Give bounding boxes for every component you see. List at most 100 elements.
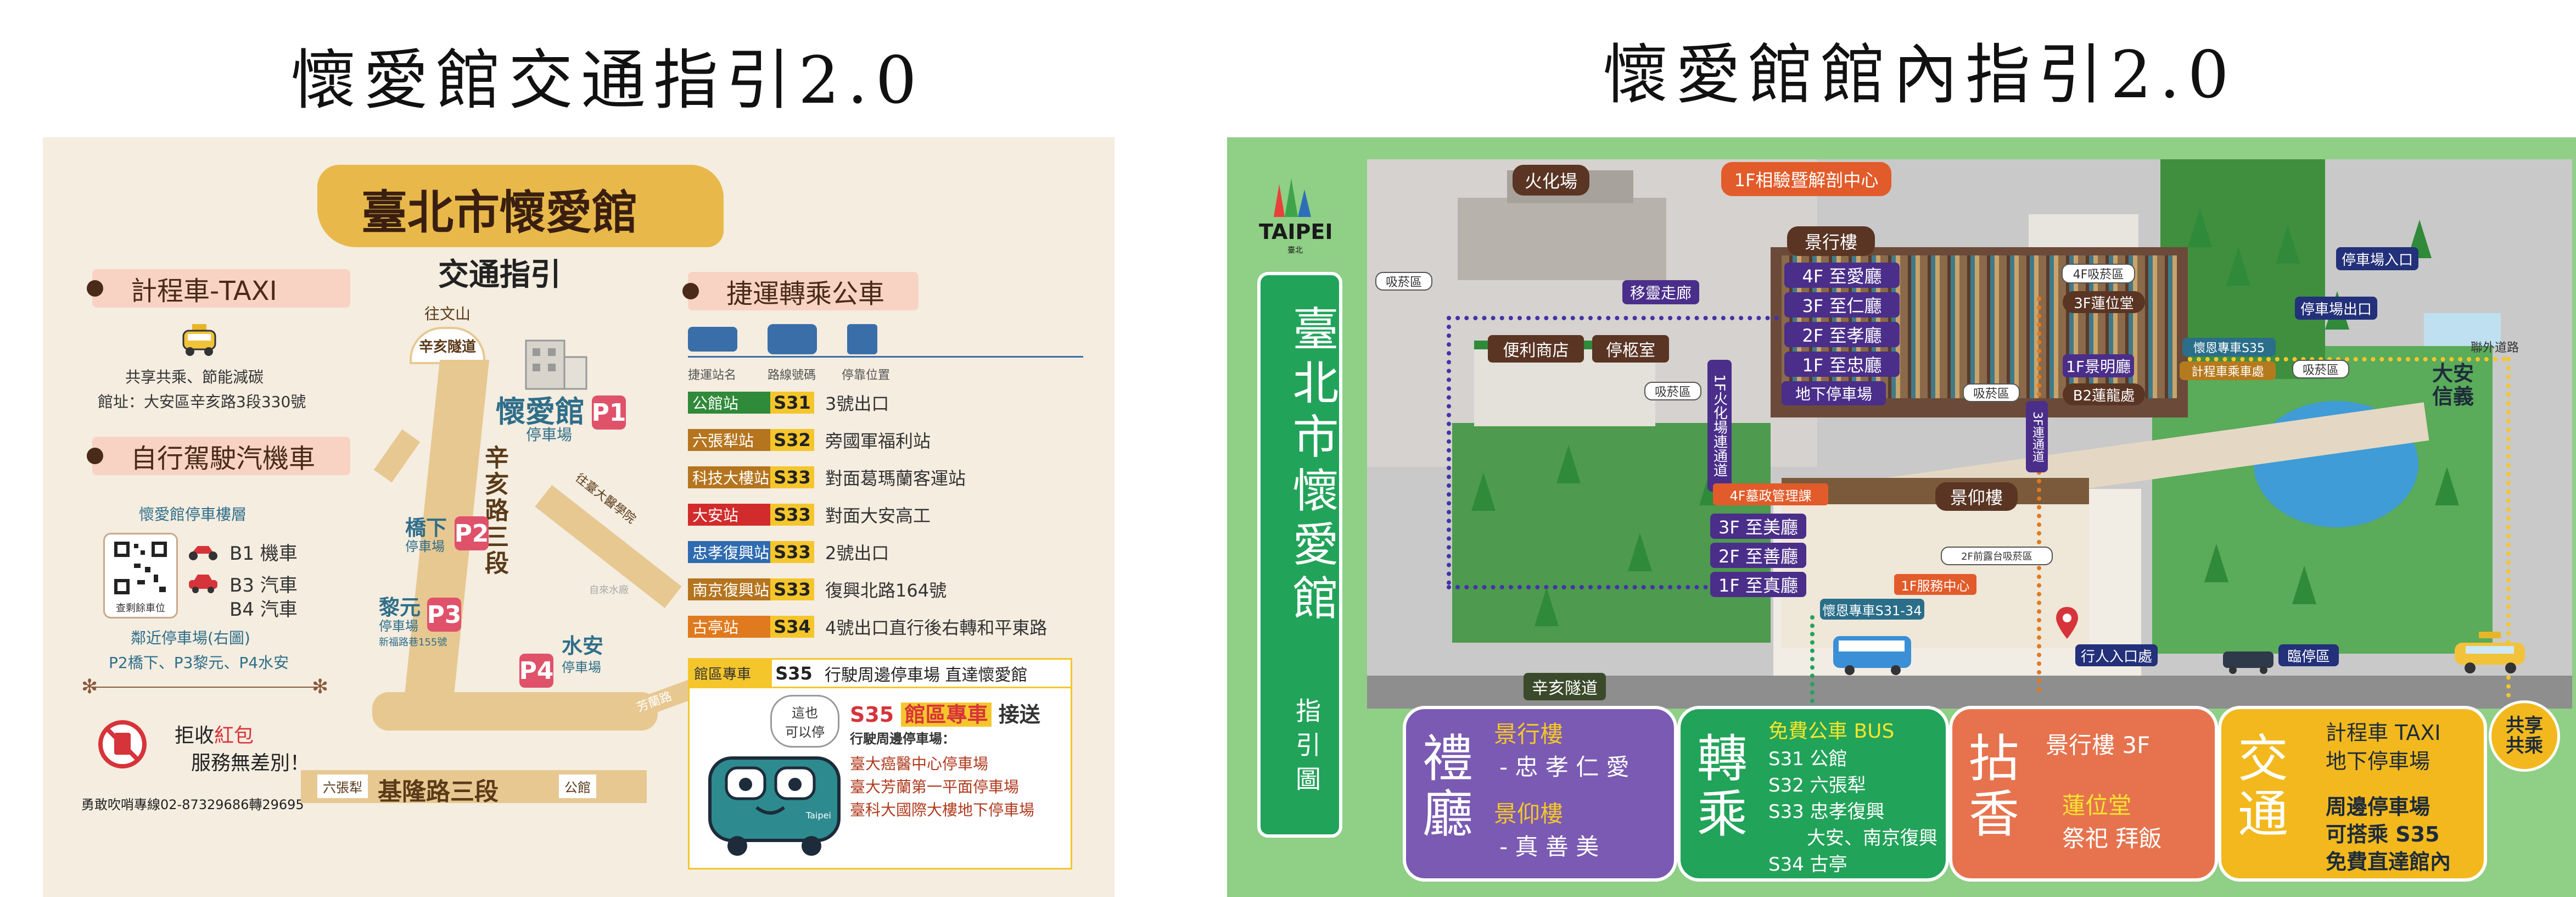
label-passage-3f[interactable]: 3F連通道 [2026,401,2048,472]
label-crematorium[interactable]: 火化場 [1513,165,1589,196]
taxi-route [2188,357,2506,361]
route-row-s35[interactable]: 館區專車 S35 行駛周邊停車場 直達懷愛館 [688,658,1072,688]
label-j4[interactable]: 4F 至愛廳 [1784,263,1900,288]
label-parking-exit[interactable]: 停車場出口 [2295,297,2377,320]
share-ride-badge: 共享 共乘 [2489,700,2560,772]
label-jingyang[interactable]: 景仰樓 [1935,482,2018,511]
lot-p3-name: 黎元 [379,595,421,620]
label-xinhai-tunnel[interactable]: 辛亥隧道 [1524,673,1606,700]
legend-route: 路線號碼 [768,369,816,382]
transport-guide-panel: 臺北市懷愛館 交通指引 計程車-TAXI 共享共乘、節能減碳 館址：大安區辛亥路… [43,137,1115,897]
label-basement-parking[interactable]: 地下停車場 [1782,381,1886,405]
label-j2[interactable]: 2F 至孝廳 [1784,322,1900,347]
floor-b3: B3 汽車 [229,575,298,597]
label-passage[interactable]: 1F火化場連通道 [1707,360,1732,492]
route-number: S33 [770,578,814,600]
label-y2[interactable]: 2F 至善廳 [1710,543,1806,568]
label-lotus-b2[interactable]: B2蓮龍處 [2063,383,2145,405]
label-pedestrian-entrance[interactable]: 行人入口處 [2075,644,2158,666]
label-j1b[interactable]: 1F景明廳 [2063,354,2134,377]
route-station: 忠孝復興站 [688,541,770,563]
tree-icon [2226,247,2250,286]
vertical-title-box [1257,272,1342,838]
lot-p1-badge[interactable]: P1 [592,395,626,430]
scooter-icon [187,539,220,561]
label-y1[interactable]: 1F 至真廳 [1710,572,1806,597]
card-ceremony-hall[interactable]: 禮 廳 景行樓 - 忠 孝 仁 愛 景仰樓 - 真 善 美 [1403,706,1677,882]
floor-b1: B1 機車 [229,543,298,565]
lot-p4-sub: 停車場 [562,660,601,675]
taxi-line1: 共享共乘、節能減碳 [125,368,264,386]
label-drop-off[interactable]: 臨停區 [2278,644,2339,666]
nearby-parking-list: P2橋下、P3黎元、P4水安 [109,654,289,672]
keelung-road [372,692,658,731]
crematorium-building [1458,198,1666,280]
bullet-icon [87,280,103,297]
route-station: 六張犁站 [688,429,770,451]
route-number: S33 [770,541,814,563]
card-incense[interactable]: 拈 香 景行樓 3F 蓮位堂 祭祀 拜飯 [1949,706,2218,882]
parking-floors-title: 懷愛館停車樓層 [139,505,247,523]
lot-p3-badge[interactable]: P3 [427,598,461,632]
tree-icon [2435,467,2459,505]
label-smoking-1[interactable]: 吸菸區 [1375,272,1432,291]
taipei-logo-text: TAIPEI [1259,220,1333,244]
label-smoking-2[interactable]: 吸菸區 [1644,382,1701,400]
label-smoking-4f[interactable]: 4F吸菸區 [2062,264,2135,283]
speech-bubble: 這也 可以停 [770,695,839,748]
label-taxi-pickup[interactable]: 計程車乘車處 [2180,361,2276,380]
tree-icon [2204,544,2228,582]
route-station: 大安站 [688,504,770,526]
card-traffic[interactable]: 交 通 計程車 TAXI 地下停車場 周邊停車場 可搭乘 S35 免費直達館內 [2218,706,2487,882]
bus-brand: Taipei [806,810,831,821]
label-forensic-center[interactable]: 1F相驗暨解剖中心 [1721,162,1891,196]
car-section: 自行駕駛汽機車 [87,437,350,475]
label-store[interactable]: 便利商店 [1488,335,1584,363]
notice-line2: 服務無差別！ [191,752,310,775]
label-lotus-3f[interactable]: 3F蓮位堂 [2063,291,2145,313]
label-jingxing[interactable]: 景行樓 [1787,226,1875,256]
card-transfer[interactable]: 轉 乘 免費公車 BUS S31 公館 S32 六張犁 S33 忠孝復興 大安、… [1677,706,1949,882]
shuttle-title: S35 館區專車 接送 [850,703,1040,727]
shuttle-lot: 臺大癌醫中心停車場 [850,755,989,773]
legend-line [688,356,1083,358]
taxi-route [2506,357,2511,698]
route-stop: 2號出口 [825,543,889,564]
legend-station: 捷運站名 [688,369,737,382]
keelung-road-label: 基隆路三段 [378,778,499,806]
tree-icon [1535,588,1559,626]
taipei-logo-sub: 臺北 [1287,246,1303,255]
car-icon [187,572,220,594]
route-stop: 對面葛瑪蘭客運站 [825,468,966,489]
label-parking-entrance[interactable]: 停車場入口 [2336,247,2418,270]
lot-p2-badge[interactable]: P2 [455,516,489,550]
qr-code[interactable]: 查剩餘車位 [103,533,178,619]
route-stop: 旁國軍福利站 [825,431,931,452]
walk-route [1447,316,1451,585]
label-smoking-2f[interactable]: 2F前露台吸菸區 [1941,547,2053,565]
label-j3[interactable]: 3F 至仁廳 [1784,292,1900,317]
label-shuttle-stop[interactable]: 懷恩專車S31-34 [1820,599,1924,620]
label-shuttle-s35[interactable]: 懷恩專車S35 [2182,338,2276,356]
label-smoking-3[interactable]: 吸菸區 [1963,383,2020,402]
route-station: 科技大樓站 [688,466,770,488]
label-management[interactable]: 4F墓政管理課 [1713,483,1828,505]
label-smoking-5[interactable]: 吸菸區 [2292,360,2349,378]
label-y3[interactable]: 3F 至美廳 [1710,514,1806,539]
walk-route [1447,316,1779,320]
to-gongguan[interactable]: 公館 [559,775,596,798]
label-j1[interactable]: 1F 至忠廳 [1784,352,1900,377]
label-service-center[interactable]: 1F服務中心 [1894,574,1976,595]
to-liuzhangli[interactable]: 六張犁 [317,775,368,798]
label-coffin-room[interactable]: 停柩室 [1592,335,1669,363]
left-title: 懷愛館交通指引2.0 [291,42,925,118]
label-corridor[interactable]: 移靈走廊 [1622,280,1699,304]
lot-p4-badge[interactable]: P4 [519,654,553,688]
